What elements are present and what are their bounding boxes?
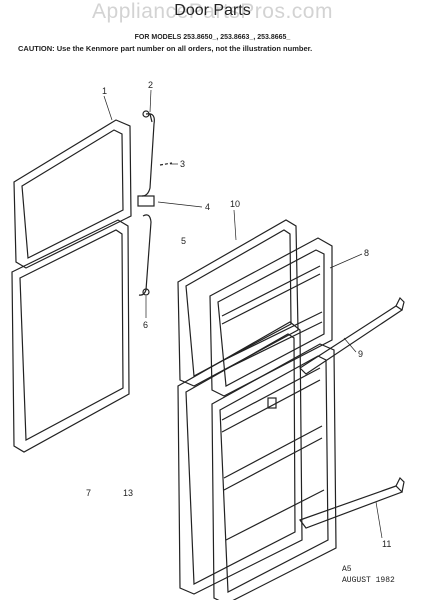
callout-11: 11 — [382, 539, 391, 549]
callout-2: 2 — [148, 80, 153, 90]
callout-5: 5 — [181, 236, 186, 246]
models-line: FOR MODELS 253.8650_, 253.8663_, 253.866… — [134, 34, 291, 41]
callout-4: 4 — [205, 202, 210, 212]
page-title: Door Parts — [174, 2, 251, 19]
callout-10: 10 — [230, 199, 240, 209]
upper-gasket — [13, 119, 132, 269]
watermark-text: AppliancePartsPros.com — [92, 0, 333, 23]
lower-gasket — [11, 219, 130, 453]
upper-door-liner — [209, 237, 333, 397]
callout-3: 3 — [180, 159, 185, 169]
lower-door-liner — [211, 343, 337, 600]
callout-1: 1 — [102, 86, 107, 96]
upper-liner-gasket — [177, 219, 299, 387]
footer-page: A5 — [342, 565, 352, 574]
caution-note: CAUTION: Use the Kenmore part number on … — [18, 44, 313, 53]
shelf-rail-lower — [299, 476, 405, 529]
hinge-assembly — [137, 110, 173, 296]
callout-7: 7 — [86, 488, 91, 498]
footer-date: AUGUST 1982 — [342, 576, 395, 585]
lower-liner-gasket — [177, 321, 303, 595]
callout-8: 8 — [364, 248, 369, 258]
shelf-rail-upper — [299, 296, 405, 375]
callout-13: 13 — [123, 488, 133, 498]
callout-labels: 1 2 3 4 5 6 7 8 9 10 11 13 — [86, 80, 391, 549]
callout-6: 6 — [143, 320, 148, 330]
callout-9: 9 — [358, 349, 363, 359]
